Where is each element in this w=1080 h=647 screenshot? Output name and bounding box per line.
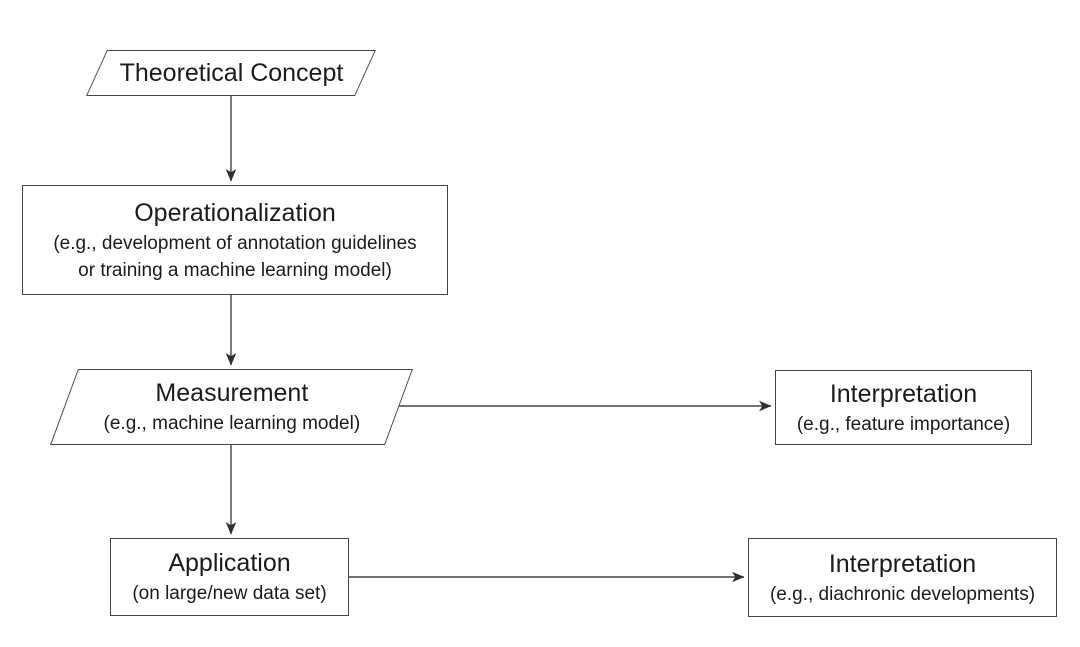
node-subtitle-line: (e.g., diachronic developments) [769,583,1036,605]
node-subtitle-line: (e.g., feature importance) [796,413,1011,435]
node-title: Measurement [155,379,309,407]
node-application: Application (on large/new data set) [110,538,349,616]
node-title: Application [168,549,291,577]
node-subtitle-line: or training a machine learning model) [78,259,392,281]
node-subtitle-line: (e.g., development of annotation guideli… [53,232,417,254]
node-interpretation-application: Interpretation (e.g., diachronic develop… [748,538,1057,617]
node-measurement: Measurement (e.g., machine learning mode… [50,369,413,445]
node-operationalization: Operationalization (e.g., development of… [22,185,448,295]
node-interpretation-measurement: Interpretation (e.g., feature importance… [775,370,1032,445]
node-theoretical-concept: Theoretical Concept [86,50,376,96]
node-title: Theoretical Concept [119,58,344,87]
node-subtitle-line: (on large/new data set) [132,583,327,604]
node-title: Interpretation [828,549,977,578]
node-subtitle-line: (e.g., machine learning model) [103,413,361,434]
node-title: Operationalization [134,198,336,227]
node-title: Interpretation [829,379,978,408]
